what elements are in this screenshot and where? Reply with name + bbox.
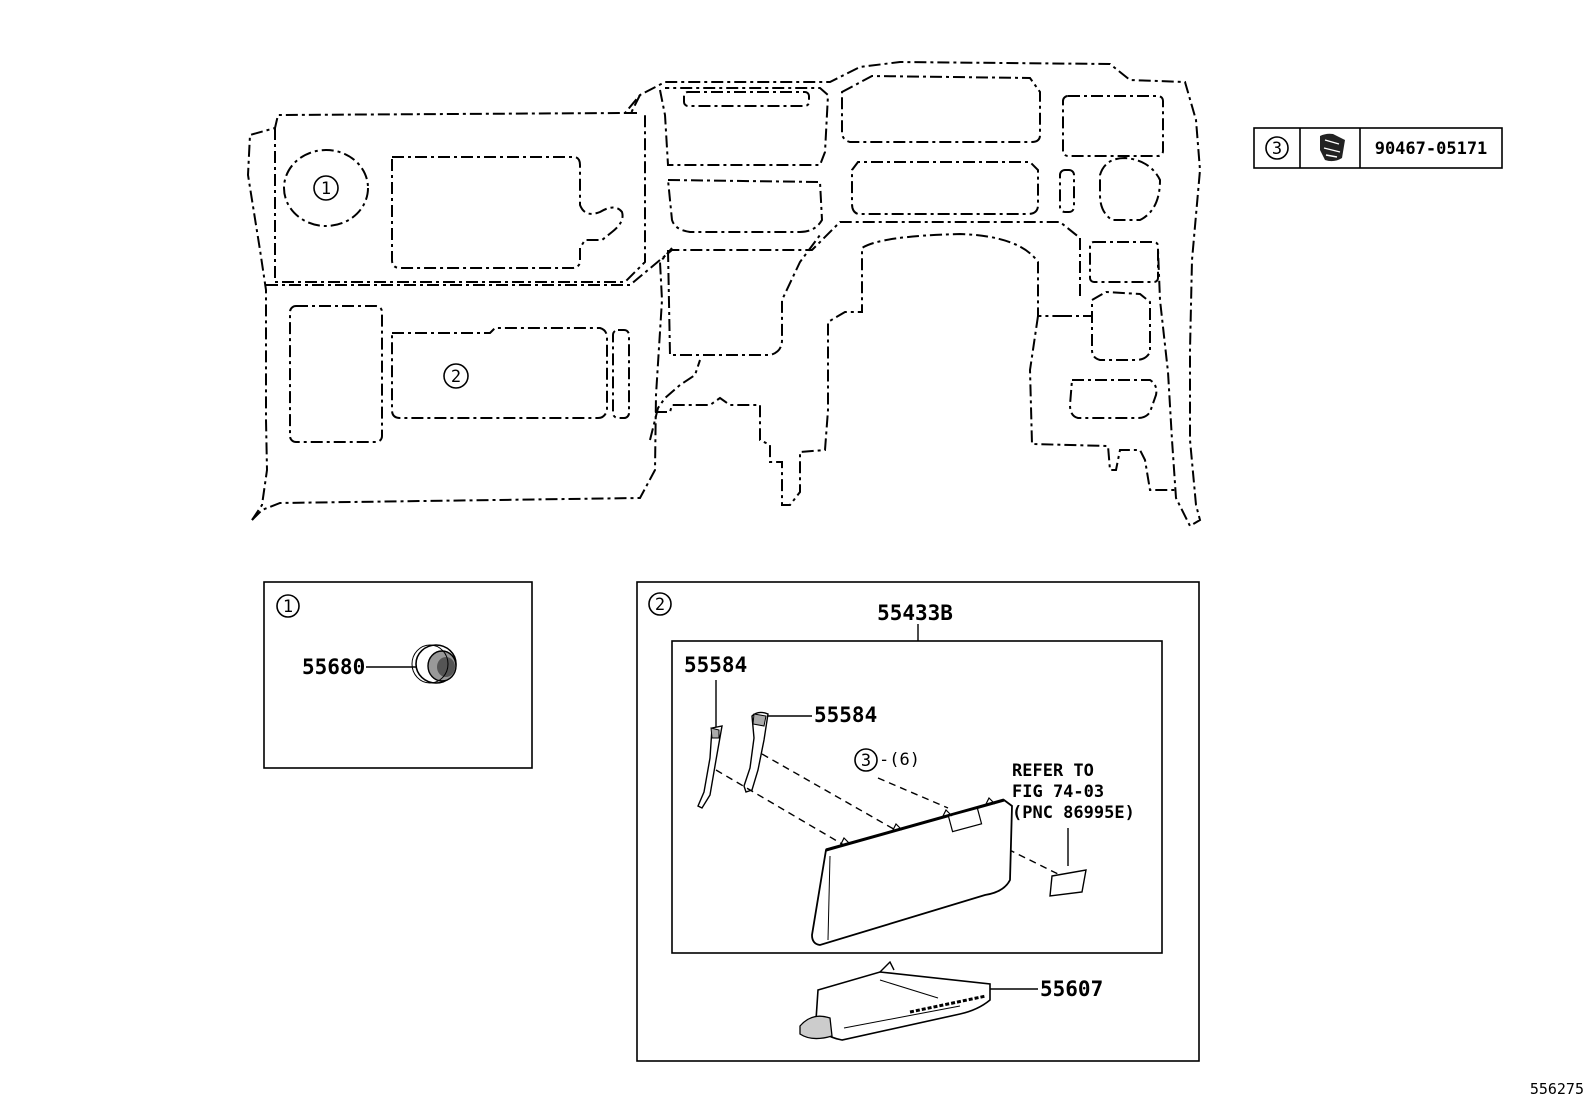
svg-text:REFER TO: REFER TO bbox=[1012, 761, 1094, 781]
legend-part-number: 90467-05171 bbox=[1375, 139, 1488, 159]
clip-icon bbox=[1320, 133, 1345, 162]
clip-callout-3: 3 -(6) bbox=[854, 748, 920, 772]
part-label-55607: 55607 bbox=[1040, 977, 1103, 1001]
glove-box-bin-drawing bbox=[799, 960, 991, 1041]
bracket-left-drawing bbox=[697, 725, 723, 809]
panel2-callout: 2 bbox=[655, 595, 665, 615]
bracket-right-drawing bbox=[743, 711, 769, 793]
panel1-callout: 1 bbox=[283, 597, 293, 617]
svg-text:(PNC 86995E): (PNC 86995E) bbox=[1012, 803, 1135, 823]
glove-box-assembly-frame bbox=[671, 640, 1163, 954]
clip-quantity: -(6) bbox=[879, 750, 920, 770]
reference-note: REFER TO FIG 74-03 (PNC 86995E) bbox=[1012, 761, 1135, 823]
legend-callout: 3 bbox=[1272, 139, 1282, 159]
glove-box-door-drawing bbox=[811, 796, 1013, 946]
fastener-legend: 3 90467-05171 bbox=[1253, 127, 1503, 169]
dashboard-outline bbox=[246, 60, 1202, 528]
svg-text:FIG 74-03: FIG 74-03 bbox=[1012, 782, 1104, 802]
part-label-55584-right: 55584 bbox=[814, 703, 877, 727]
callout-2-dashboard: 2 bbox=[443, 363, 469, 389]
callout-1-dashboard: 1 bbox=[313, 175, 339, 201]
svg-text:2: 2 bbox=[451, 367, 461, 387]
assembly-label-55433B: 55433B bbox=[877, 601, 953, 625]
part-label-55680: 55680 bbox=[302, 655, 365, 679]
svg-text:3: 3 bbox=[861, 751, 871, 771]
label-plate-drawing bbox=[1049, 828, 1087, 897]
svg-text:1: 1 bbox=[321, 179, 331, 199]
figure-id: 556275 bbox=[1530, 1080, 1584, 1098]
vent-knob-drawing bbox=[411, 644, 457, 684]
vent-outline bbox=[283, 149, 369, 227]
detail-panel-1: 1 55680 bbox=[263, 581, 533, 769]
part-label-55584-left: 55584 bbox=[684, 653, 747, 677]
detail-panel-2: 2 55433B 55584 55584 3 -(6) R bbox=[636, 581, 1200, 1062]
